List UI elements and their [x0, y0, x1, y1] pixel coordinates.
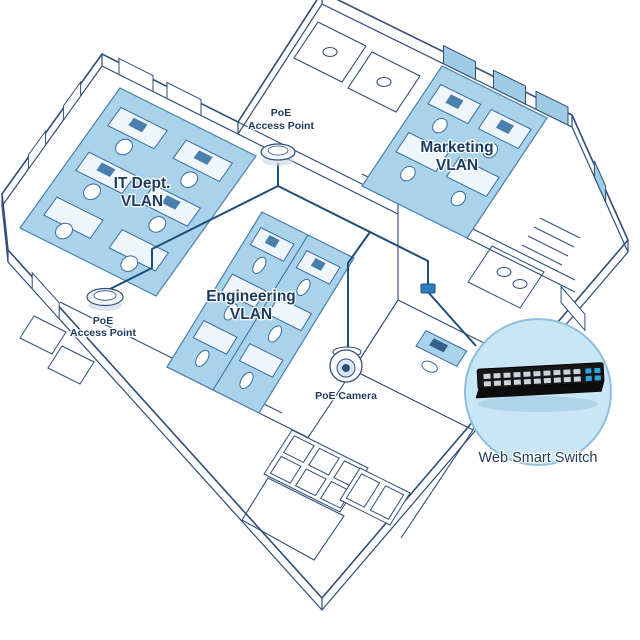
stairs — [521, 217, 581, 266]
network-cables — [109, 163, 477, 347]
web-smart-switch-callout — [464, 318, 612, 466]
poe-access-point-left-label-1: PoE — [93, 315, 113, 327]
cabinets — [19, 315, 95, 385]
it-vlan-label-1: IT Dept. — [114, 175, 171, 192]
poe-access-point-left-label-2: Access Point — [70, 327, 136, 339]
it-vlan-zone — [20, 88, 256, 296]
poe-access-point-top-device — [260, 143, 296, 166]
engineering-vlan-zone — [167, 212, 354, 413]
marketing-vlan-label-2: VLAN — [436, 157, 478, 174]
poe-camera-label: PoE Camera — [315, 390, 377, 402]
marketing-vlan-label-1: Marketing — [420, 139, 493, 156]
engineering-vlan-label-1: Engineering — [206, 288, 296, 305]
shelving-units — [264, 430, 410, 525]
wall-network-device — [420, 283, 436, 294]
switch-room — [353, 300, 518, 430]
marketing-vlan-zone — [362, 66, 547, 238]
restroom — [467, 245, 545, 309]
poe-camera-device — [329, 342, 363, 383]
switch-ports — [483, 367, 601, 387]
poe-access-point-top-label-2: Access Point — [248, 120, 314, 132]
it-vlan-label-2: VLAN — [121, 193, 163, 210]
engineering-vlan-label-2: VLAN — [230, 306, 272, 323]
windows — [27, 44, 607, 332]
poe-access-point-left-device — [86, 287, 124, 311]
switch-device — [475, 362, 605, 399]
labels: PoE Access Point Marketing VLAN IT Dept.… — [69, 106, 599, 468]
poe-access-point-top-label-1: PoE — [271, 107, 291, 119]
web-smart-switch-label: Web Smart Switch — [479, 450, 598, 466]
